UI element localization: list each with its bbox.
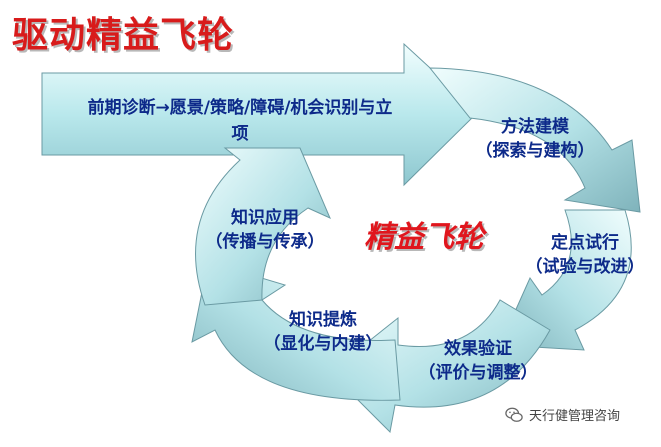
intro-label: 前期诊断→愿景/策略/障碍/机会识别与立 项 xyxy=(55,95,425,148)
step-title: 定点试行 xyxy=(551,233,619,253)
step-subtitle: （传播与传承） xyxy=(205,231,325,252)
step-title: 知识应用 xyxy=(231,208,299,228)
step-title: 知识提炼 xyxy=(289,310,357,330)
step-subtitle: （评价与调整） xyxy=(418,362,538,383)
cycle-arrow-5 xyxy=(195,147,331,306)
step-subtitle: （探索与建构） xyxy=(475,140,595,161)
step-title: 方法建模 xyxy=(501,117,569,137)
cycle-arrow-2 xyxy=(499,209,632,351)
step-subtitle: （显化与内建） xyxy=(263,333,383,354)
step-method-modeling: 方法建模 （探索与建构） xyxy=(460,116,610,164)
center-label: 精益飞轮 xyxy=(364,220,484,255)
step-title: 效果验证 xyxy=(444,339,512,359)
page-title: 驱动精益飞轮 xyxy=(12,15,235,56)
step-effect-verification: 效果验证 （评价与调整） xyxy=(408,338,548,386)
step-subtitle: （试验与改进） xyxy=(525,256,645,277)
step-knowledge-refining: 知识提炼 （显化与内建） xyxy=(258,309,388,357)
watermark: 天行健管理咨询 xyxy=(505,405,661,424)
watermark-text: 天行健管理咨询 xyxy=(529,409,621,424)
intro-label-line2: 项 xyxy=(231,124,249,145)
step-pilot-trial: 定点试行 （试验与改进） xyxy=(525,232,645,280)
step-knowledge-application: 知识应用 （传播与传承） xyxy=(200,207,330,255)
cycle-arrow-1 xyxy=(428,67,641,213)
intro-arrow xyxy=(41,42,479,187)
wechat-icon xyxy=(505,407,523,422)
intro-label-line1: 前期诊断→愿景/策略/障碍/机会识别与立 xyxy=(87,98,393,118)
